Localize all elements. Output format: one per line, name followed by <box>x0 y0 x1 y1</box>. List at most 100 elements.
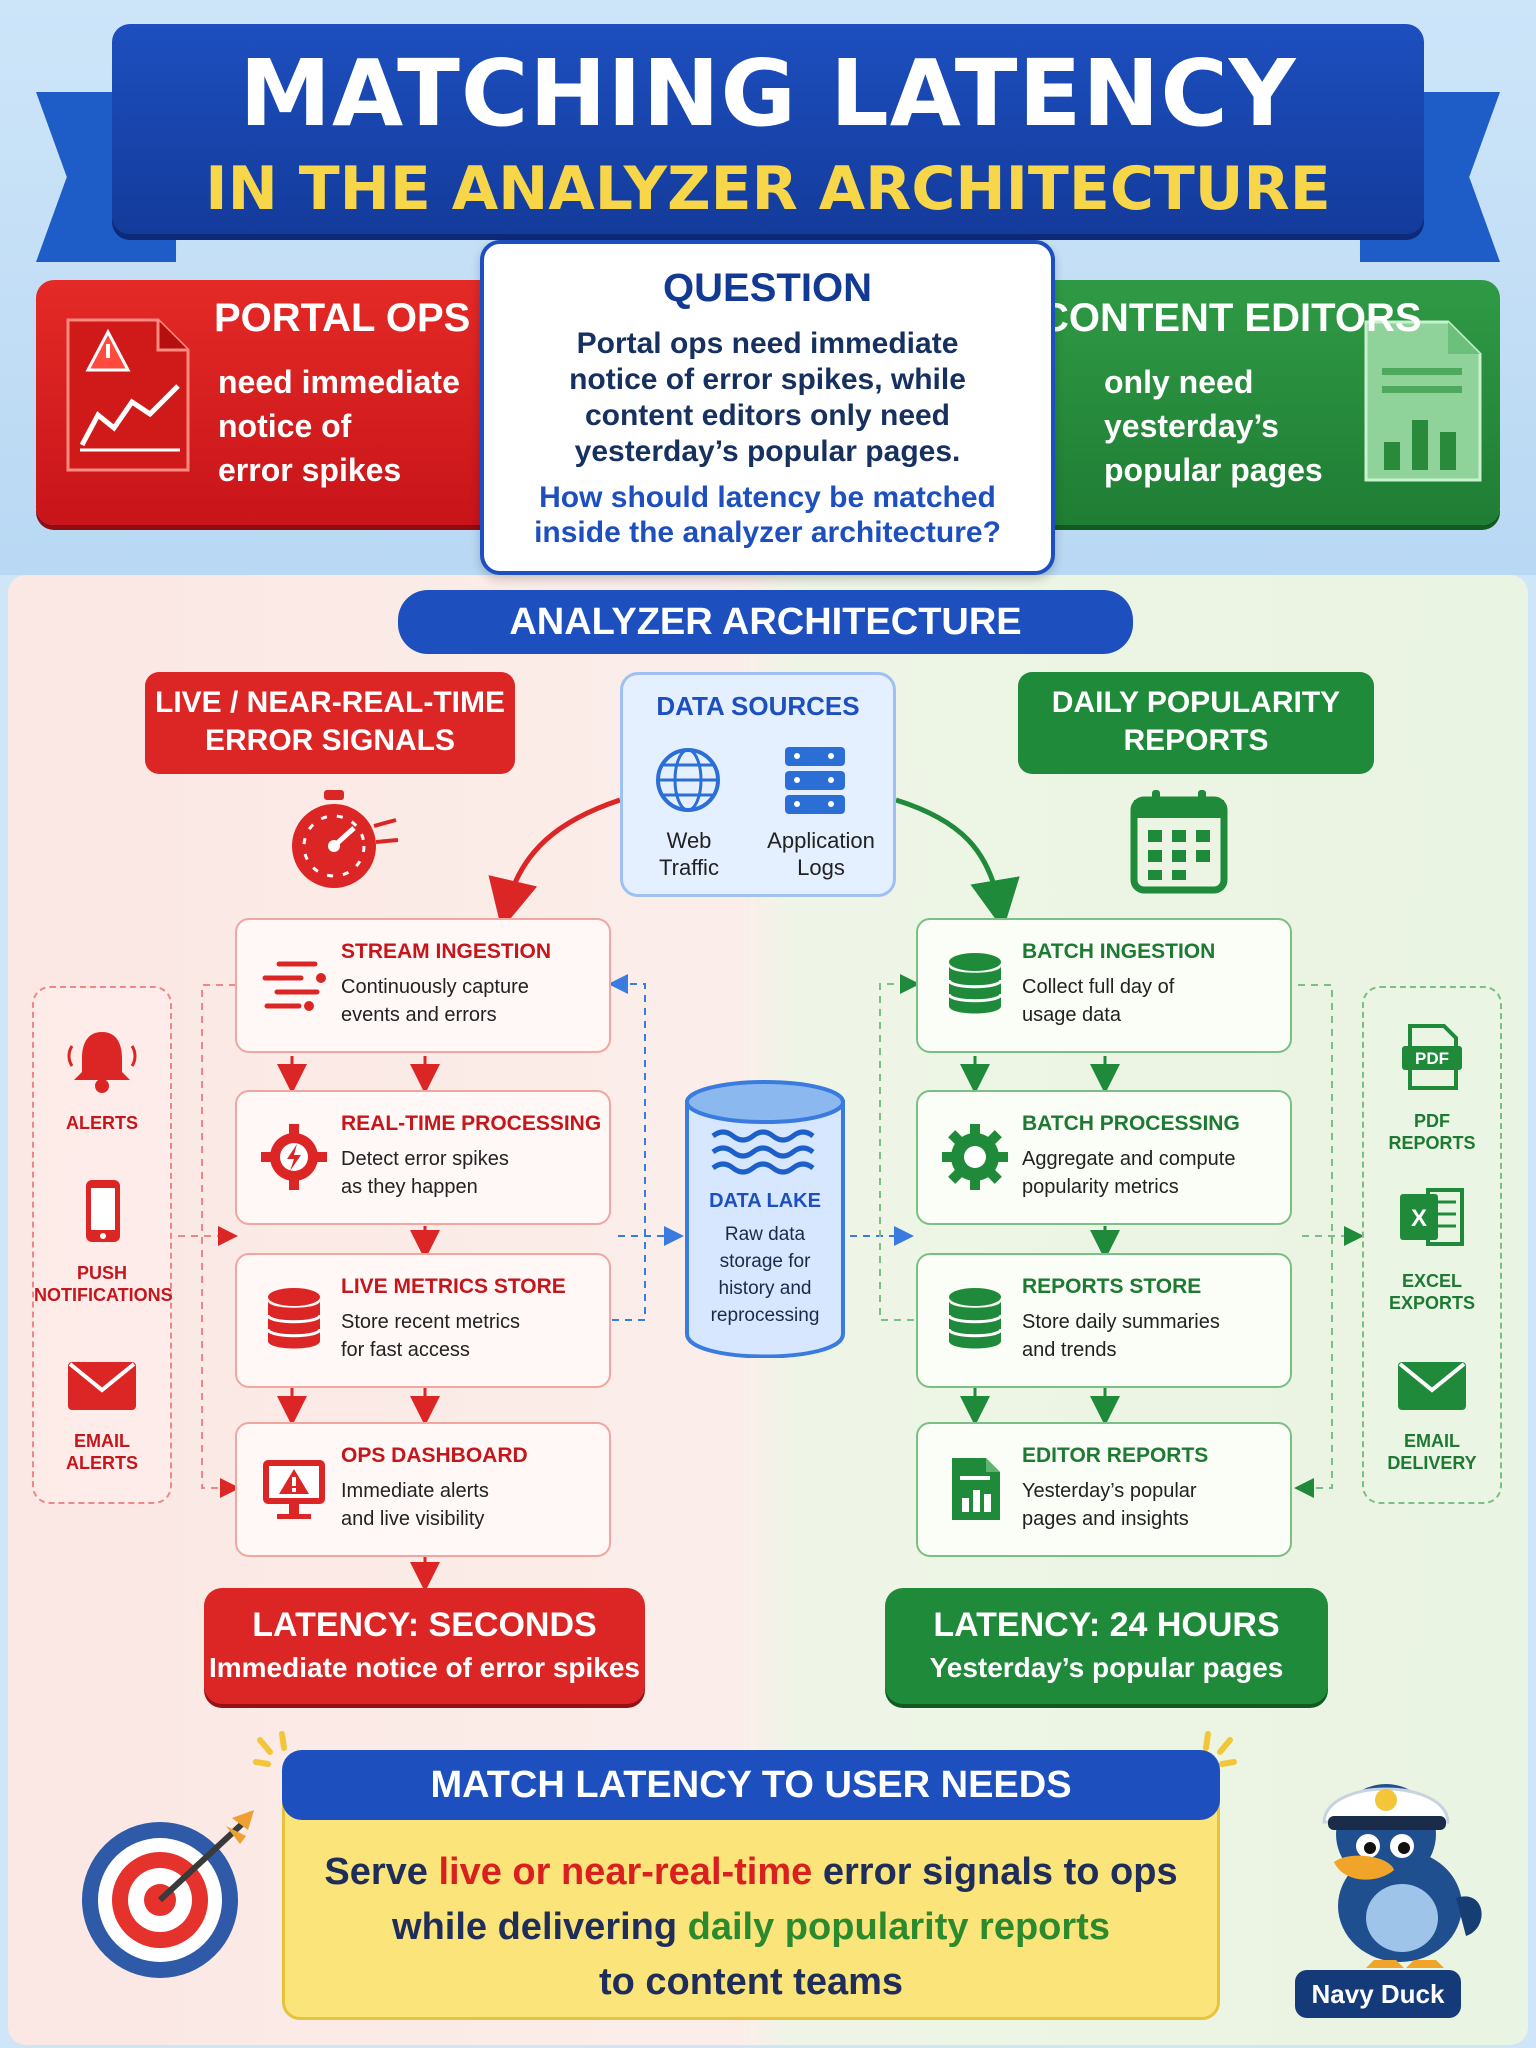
node-desc-line: Yesterday’s popular <box>1022 1480 1197 1502</box>
content-editors-line-1: only need <box>1104 364 1254 400</box>
channel-alerts-label: ALERTS <box>34 1112 170 1134</box>
daily-lane-label-line: REPORTS <box>1123 724 1269 757</box>
node-title: LIVE METRICS STORE <box>341 1275 566 1298</box>
excel-icon: X <box>1400 1188 1464 1246</box>
svg-text:X: X <box>1411 1205 1427 1232</box>
navy-duck-mascot-icon <box>1322 1784 1482 1968</box>
source-label-line: Traffic <box>659 855 719 880</box>
node-description: Store daily summaries and trends <box>1022 1308 1220 1364</box>
stopwatch-icon <box>292 790 399 888</box>
node-description: Immediate alerts and live visibility <box>341 1477 489 1533</box>
content-editors-title: CONTENT EDITORS <box>1040 296 1422 340</box>
calendar-icon <box>1130 790 1228 894</box>
data-sources-title: DATA SOURCES <box>656 691 860 721</box>
node-description: Continuously capture events and errors <box>341 973 529 1029</box>
pdf-icon: PDF <box>1402 1024 1462 1090</box>
match-highlight-daily: daily popularity reports <box>687 1906 1110 1948</box>
node-desc-line: Collect full day of <box>1022 976 1175 998</box>
node-desc-line: events and errors <box>341 1004 497 1026</box>
channel-label-line: DELIVERY <box>1387 1453 1477 1473</box>
latency-ops-box: LATENCY: SECONDS Immediate notice of err… <box>204 1588 645 1704</box>
data-lake-title: DATA LAKE <box>709 1190 821 1212</box>
node-description: Collect full day of usage data <box>1022 973 1174 1029</box>
bell-icon <box>67 1032 137 1093</box>
question-card: QUESTION Portal ops need immediate notic… <box>480 240 1055 575</box>
globe-icon <box>656 748 720 812</box>
latency-editors-subtitle: Yesterday’s popular pages <box>929 1652 1284 1683</box>
sparkle-left-icon <box>253 1731 287 1767</box>
node-desc-line: and trends <box>1022 1339 1117 1361</box>
node-title: BATCH PROCESSING <box>1022 1112 1240 1135</box>
channel-email-delivery-label: EMAIL DELIVERY <box>1364 1430 1500 1474</box>
live-metrics-store-node: LIVE METRICS STORE Store recent metrics … <box>235 1253 611 1388</box>
channel-excel-label: EXCEL EXPORTS <box>1364 1270 1500 1314</box>
data-sources-card: DATA SOURCES Web Traffic Application Log… <box>620 672 896 897</box>
latency-ops-title: LATENCY: SECONDS <box>252 1606 597 1644</box>
live-lane-label: LIVE / NEAR-REAL-TIME ERROR SIGNALS <box>145 672 515 774</box>
svg-text:PDF: PDF <box>1415 1049 1449 1068</box>
channel-label-line: EXCEL <box>1401 1271 1462 1291</box>
channel-label-line: EMAIL <box>74 1431 130 1451</box>
daily-lane-label-line: DAILY POPULARITY <box>1051 686 1341 719</box>
editor-reports-node: EDITOR REPORTS Yesterday’s popular pages… <box>916 1422 1292 1557</box>
node-desc-line: usage data <box>1022 1004 1121 1026</box>
question-body-line: Portal ops need immediate <box>576 327 959 360</box>
mascot-name-badge: Navy Duck <box>1295 1970 1461 2018</box>
node-title: OPS DASHBOARD <box>341 1444 528 1467</box>
match-text-part: error signals to ops <box>812 1851 1178 1893</box>
channel-push-label: PUSH NOTIFICATIONS <box>34 1262 173 1306</box>
database-icon <box>947 953 1003 1014</box>
channel-label-line: PDF <box>1414 1111 1450 1131</box>
gear-bolt-icon <box>261 1124 327 1190</box>
stream-icon <box>262 961 326 1011</box>
data-lake-desc-line: Raw data <box>724 1224 806 1245</box>
question-title: QUESTION <box>663 266 872 310</box>
node-title: BATCH INGESTION <box>1022 940 1216 963</box>
live-lane-label-line: ERROR SIGNALS <box>204 724 456 757</box>
batch-ingestion-node: BATCH INGESTION Collect full day of usag… <box>916 918 1292 1053</box>
alert-chart-document-icon <box>66 318 190 472</box>
node-desc-line: Store daily summaries <box>1022 1311 1220 1333</box>
data-lake-desc-line: history and <box>718 1278 812 1299</box>
phone-icon <box>86 1180 120 1242</box>
source-application-logs: Application Logs <box>759 827 883 881</box>
channel-label-line: ALERTS <box>66 1113 138 1133</box>
data-lake-desc-line: storage for <box>719 1251 811 1272</box>
source-label-line: Web <box>666 828 712 853</box>
report-chart-icon <box>952 1458 1000 1520</box>
sparkle-right-icon <box>1203 1731 1237 1767</box>
question-body-line: yesterday’s popular pages. <box>574 435 961 468</box>
data-lake-cylinder-icon <box>685 1080 845 1358</box>
node-description: Aggregate and compute popularity metrics <box>1022 1145 1236 1201</box>
source-web-traffic: Web Traffic <box>641 827 737 881</box>
channel-pdf-label: PDF REPORTS <box>1364 1110 1500 1154</box>
source-label-line: Logs <box>797 855 845 880</box>
channel-label-line: ALERTS <box>66 1453 138 1473</box>
latency-editors-box: LATENCY: 24 HOURS Yesterday’s popular pa… <box>885 1588 1328 1704</box>
target-icon <box>82 1810 254 1978</box>
stream-ingestion-node: STREAM INGESTION Continuously capture ev… <box>235 918 611 1053</box>
channel-label-line: PUSH <box>76 1263 127 1283</box>
data-lake-description: Raw data storage for history and reproce… <box>691 1221 839 1329</box>
node-description: Yesterday’s popular pages and insights <box>1022 1477 1197 1533</box>
envelope-icon <box>1398 1362 1466 1410</box>
node-desc-line: popularity metrics <box>1022 1176 1179 1198</box>
source-label-line: Application <box>767 828 875 853</box>
match-latency-heading: MATCH LATENCY TO USER NEEDS <box>282 1750 1220 1820</box>
node-desc-line: Immediate alerts <box>341 1480 489 1502</box>
node-desc-line: Detect error spikes <box>341 1148 509 1170</box>
latency-ops-subtitle: Immediate notice of error spikes <box>208 1652 641 1683</box>
channel-label-line: NOTIFICATIONS <box>34 1285 173 1305</box>
architecture-heading: ANALYZER ARCHITECTURE <box>398 590 1133 654</box>
batch-processing-node: BATCH PROCESSING Aggregate and compute p… <box>916 1090 1292 1225</box>
ops-dashboard-node: OPS DASHBOARD Immediate alerts and live … <box>235 1422 611 1557</box>
channel-label-line: EXPORTS <box>1388 1293 1476 1313</box>
envelope-icon <box>68 1362 136 1410</box>
real-time-processing-node: REAL-TIME PROCESSING Detect error spikes… <box>235 1090 611 1225</box>
content-editors-card: CONTENT EDITORS only need yesterday’s po… <box>1030 280 1500 525</box>
gear-icon <box>942 1124 1008 1190</box>
server-icon <box>785 747 845 814</box>
database-icon <box>947 1288 1003 1349</box>
question-body-line: content editors only need <box>584 399 951 432</box>
content-editors-line-2: yesterday’s <box>1104 408 1279 444</box>
